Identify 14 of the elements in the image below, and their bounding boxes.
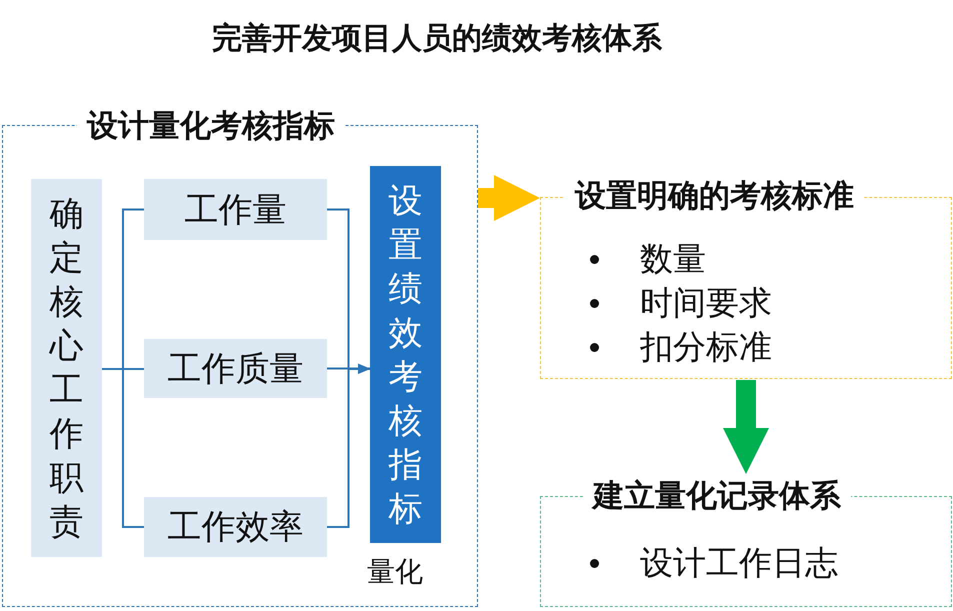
process-box: 工作质量	[144, 339, 327, 398]
block-arrow	[723, 380, 769, 474]
process-box: 确定核心工作职责	[31, 179, 102, 557]
bullet-item: 时间要求	[640, 283, 772, 323]
process-box: 设置绩效考核指标	[370, 166, 441, 543]
process-box: 工作效率	[144, 497, 327, 557]
bullet-item: 数量	[640, 239, 706, 279]
side-label: 量化	[367, 555, 423, 589]
bullet-item: 设计工作日志	[640, 543, 838, 583]
block-arrow	[478, 175, 540, 221]
diagram-title: 完善开发项目人员的绩效考核体系	[212, 20, 662, 57]
connector-line	[102, 368, 144, 528]
bullet-item: 扣分标准	[640, 327, 772, 367]
process-box: 工作量	[144, 179, 327, 240]
